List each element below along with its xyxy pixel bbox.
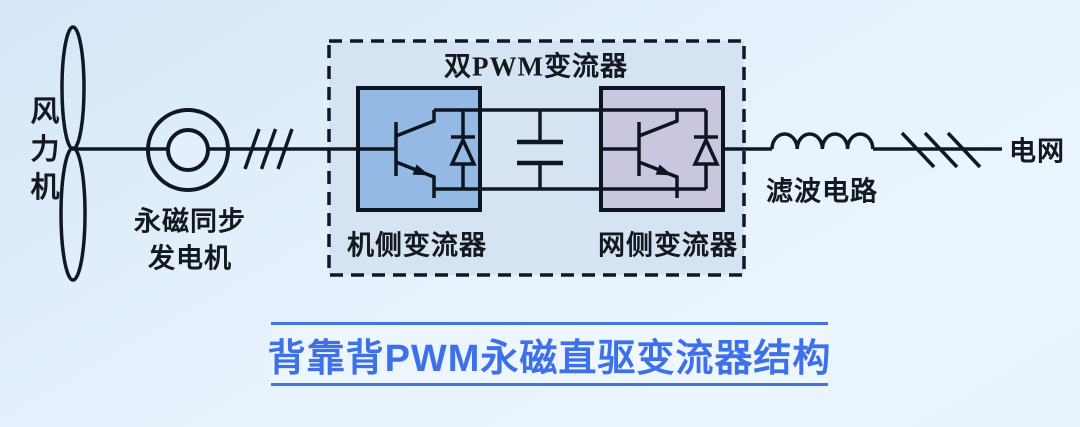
wind-turbine-blades (59, 25, 87, 282)
three-phase-marks-grid (900, 131, 982, 169)
filter-inductor (770, 132, 875, 150)
capacitor-plates (517, 139, 563, 166)
diode-triangle (449, 135, 477, 166)
blade-bottom (59, 146, 87, 282)
diode-triangle (692, 135, 720, 166)
emitter-arrow (655, 164, 673, 176)
caption-band: 背靠背PWM永磁直驱变流器结构 (268, 322, 830, 386)
machine-converter-label: 机侧变流器 (347, 230, 487, 261)
generator-label-line2: 发电机 (148, 243, 232, 274)
wind-turbine-label: 风力机 (30, 96, 60, 204)
igbt-symbol (601, 108, 720, 198)
blade-top (60, 25, 86, 151)
emitter-arrow (412, 164, 430, 176)
caption-title: 背靠背PWM永磁直驱变流器结构 (267, 337, 832, 380)
grid-converter-label: 网侧变流器 (598, 230, 738, 261)
grid-label: 电网 (1009, 136, 1065, 167)
generator-outer-circle (146, 108, 230, 192)
filter-label: 滤波电路 (766, 176, 878, 207)
machine-side-converter (356, 86, 482, 212)
generator-label-line1: 永磁同步 (134, 206, 246, 237)
igbt-symbol (358, 108, 480, 198)
generator-symbol (146, 108, 230, 192)
grid-side-converter (599, 86, 725, 212)
pwm-box-label: 双PWM变流器 (444, 51, 628, 82)
generator-inner-circle (166, 128, 210, 172)
wiring (73, 108, 1002, 191)
three-phase-marks-machine (243, 128, 294, 170)
